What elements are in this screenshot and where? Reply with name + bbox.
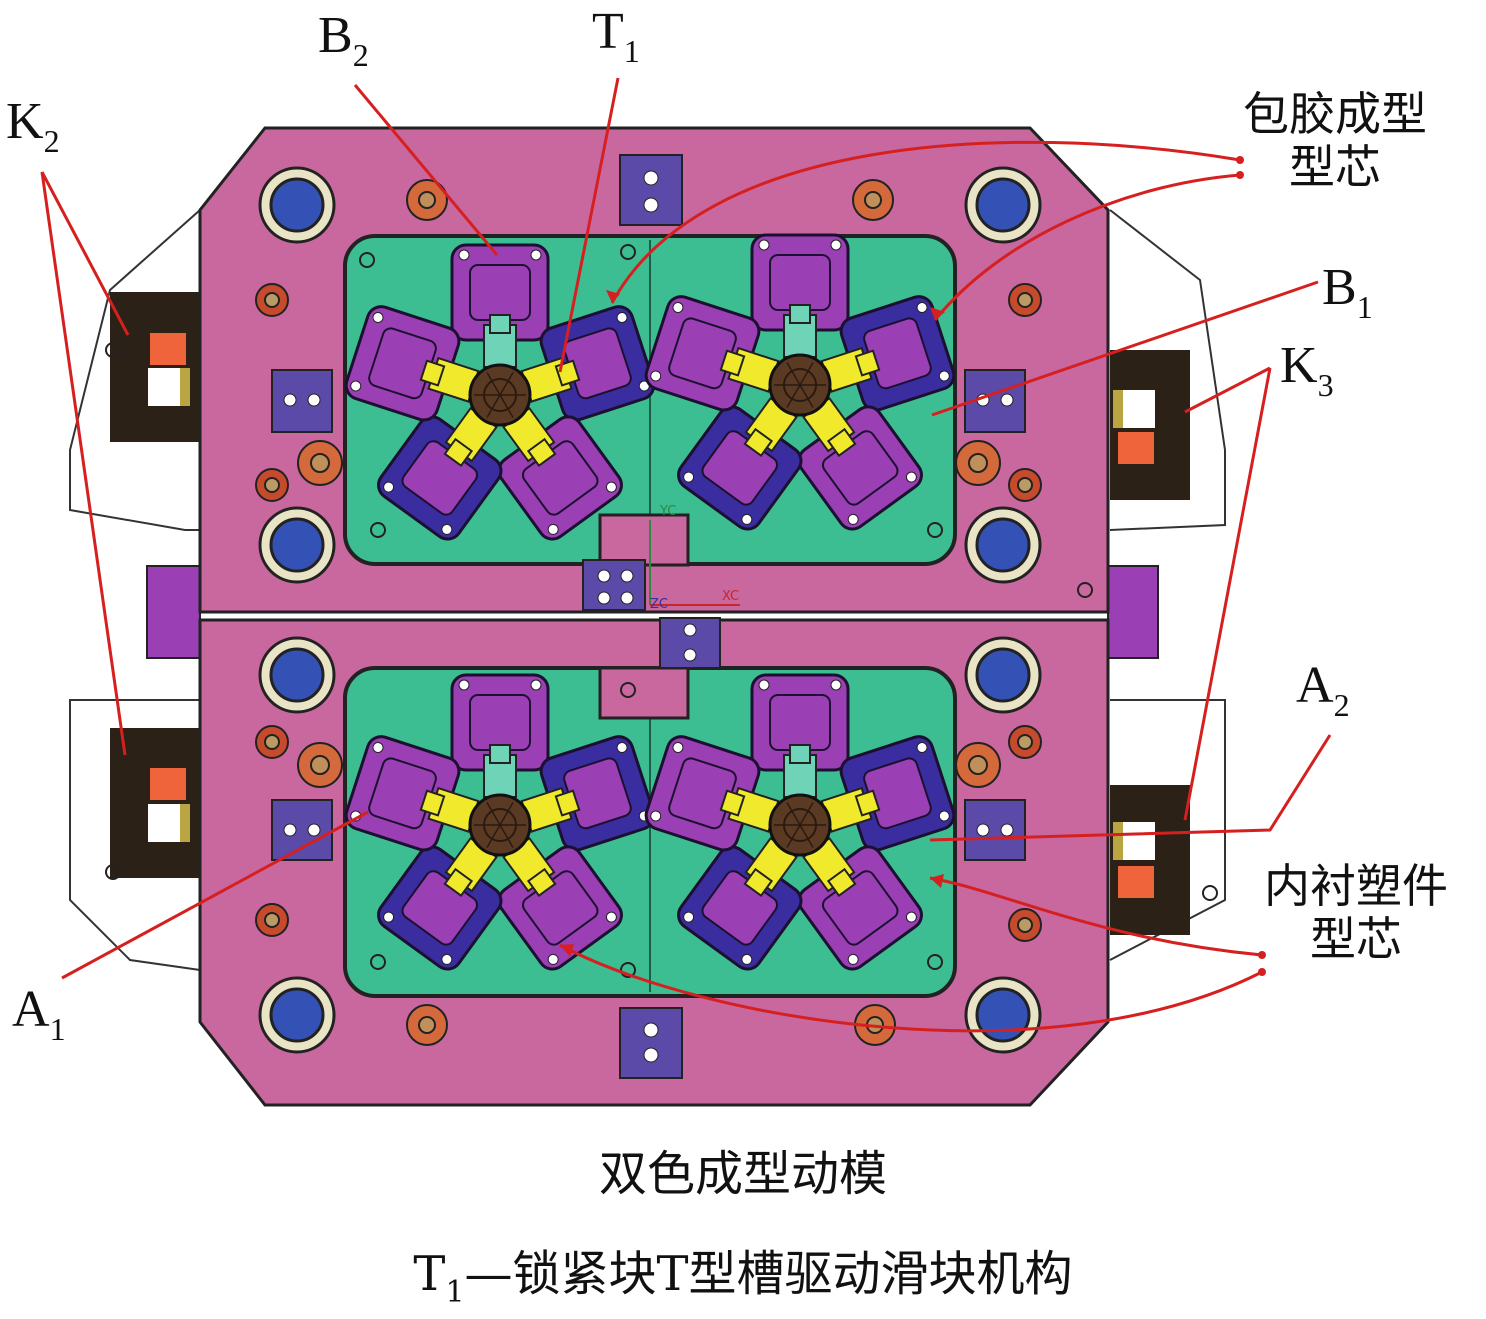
caption-legend: T1—锁紧块T型槽驱动滑块机构 — [0, 1250, 1486, 1308]
small-holes — [105, 244, 1218, 978]
wcs-axis: YC ZC XC — [649, 504, 740, 612]
axis-label-yc: YC — [659, 504, 676, 519]
slider-arm — [450, 673, 550, 798]
side-block-k3-top — [1110, 350, 1190, 500]
right-connector — [1107, 565, 1159, 659]
slider-arm — [344, 305, 480, 422]
slider-arm — [644, 735, 780, 852]
label-a2: A2 — [1296, 657, 1350, 723]
label-b1: B1 — [1322, 259, 1373, 325]
locking-block-left-upper — [271, 369, 333, 433]
slider-clusters — [344, 233, 956, 971]
callout-overmold-line1: 包胶成型 — [1243, 87, 1427, 141]
slider-arm — [377, 406, 503, 541]
slider-arm — [820, 295, 956, 412]
slider-arm — [677, 396, 803, 531]
leader-arrowheads — [560, 156, 1266, 976]
side-block-k2-top — [110, 292, 200, 442]
caption-legend-prefix: T — [413, 1246, 446, 1302]
side-block-k3-bottom — [1110, 785, 1190, 935]
slider-cluster-2 — [644, 233, 956, 531]
leader-lines — [40, 77, 1332, 1033]
label-t1: T1 — [592, 3, 640, 69]
slider-cluster-3 — [344, 673, 656, 971]
callout-liner-line2: 型芯 — [1310, 911, 1402, 966]
axis-label-zc: ZC — [650, 597, 668, 612]
locking-block-bottom — [619, 1007, 683, 1079]
locking-block-center-bottom — [659, 617, 721, 669]
slider-arm — [644, 295, 780, 412]
slider-arm — [520, 735, 656, 852]
callout-overmold-core: 包胶成型 型芯 — [1200, 88, 1470, 194]
side-block-k2-bottom — [110, 728, 200, 878]
guide-pillars — [258, 166, 1042, 1054]
callout-liner-line1: 内衬塑件 — [1264, 859, 1448, 913]
label-k2: K2 — [6, 93, 60, 159]
left-connector — [146, 565, 201, 659]
slider-arm — [450, 243, 550, 368]
slider-cluster-1 — [344, 243, 656, 541]
caption-title: 双色成型动模 — [598, 1146, 887, 1202]
slider-arm — [750, 673, 850, 798]
callout-overmold-line2: 型芯 — [1289, 139, 1381, 194]
callout-liner-core: 内衬塑件 型芯 — [1226, 860, 1486, 966]
axis-label-xc: XC — [722, 589, 739, 604]
slider-arm — [820, 735, 956, 852]
locking-block-right-lower — [964, 799, 1026, 861]
label-a1: A1 — [12, 981, 66, 1047]
center-channel-lower — [598, 666, 690, 720]
slider-arm — [520, 305, 656, 422]
label-k3: K3 — [1280, 337, 1334, 403]
center-channel-upper — [598, 513, 690, 567]
slider-arm — [344, 735, 480, 852]
slider-arm — [750, 233, 850, 358]
slider-arm — [497, 406, 623, 541]
slider-cluster-4 — [644, 673, 956, 971]
locking-block-center-top — [582, 559, 646, 611]
caption-legend-sub: 1 — [445, 1275, 465, 1310]
slider-arm — [797, 836, 923, 971]
caption-legend-text: —锁紧块T型槽驱动滑块机构 — [464, 1246, 1073, 1302]
label-b2: B2 — [318, 7, 369, 73]
locking-block-left-lower — [271, 799, 333, 861]
locking-block-top — [619, 154, 683, 226]
